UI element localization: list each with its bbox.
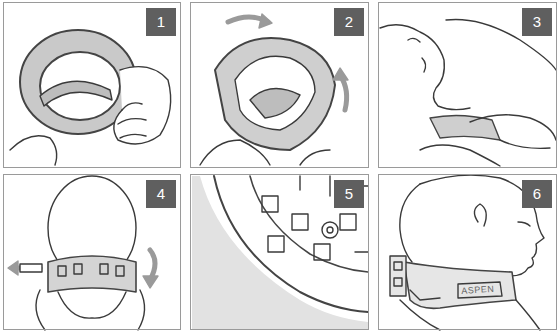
step-number: 1 (146, 8, 176, 36)
step-panel: 5 (190, 174, 369, 330)
head-profile-collar (390, 175, 544, 330)
collar-folding (200, 14, 348, 165)
head-back-view (8, 176, 158, 330)
step-panel: 6 (378, 174, 557, 330)
step-number: 4 (146, 180, 176, 208)
step-number: 5 (334, 180, 364, 208)
step-number: 3 (522, 8, 552, 36)
collar-closeup (192, 176, 368, 330)
step-number: 2 (334, 8, 364, 36)
step-number: 6 (522, 180, 552, 208)
step-panel: 4 (3, 174, 181, 330)
step-panel: 2 (190, 2, 369, 168)
patient-lying (380, 19, 556, 166)
step-panel: 1 (3, 2, 181, 168)
collar-in-hands (10, 30, 171, 165)
step-panel: 3 (378, 2, 557, 168)
